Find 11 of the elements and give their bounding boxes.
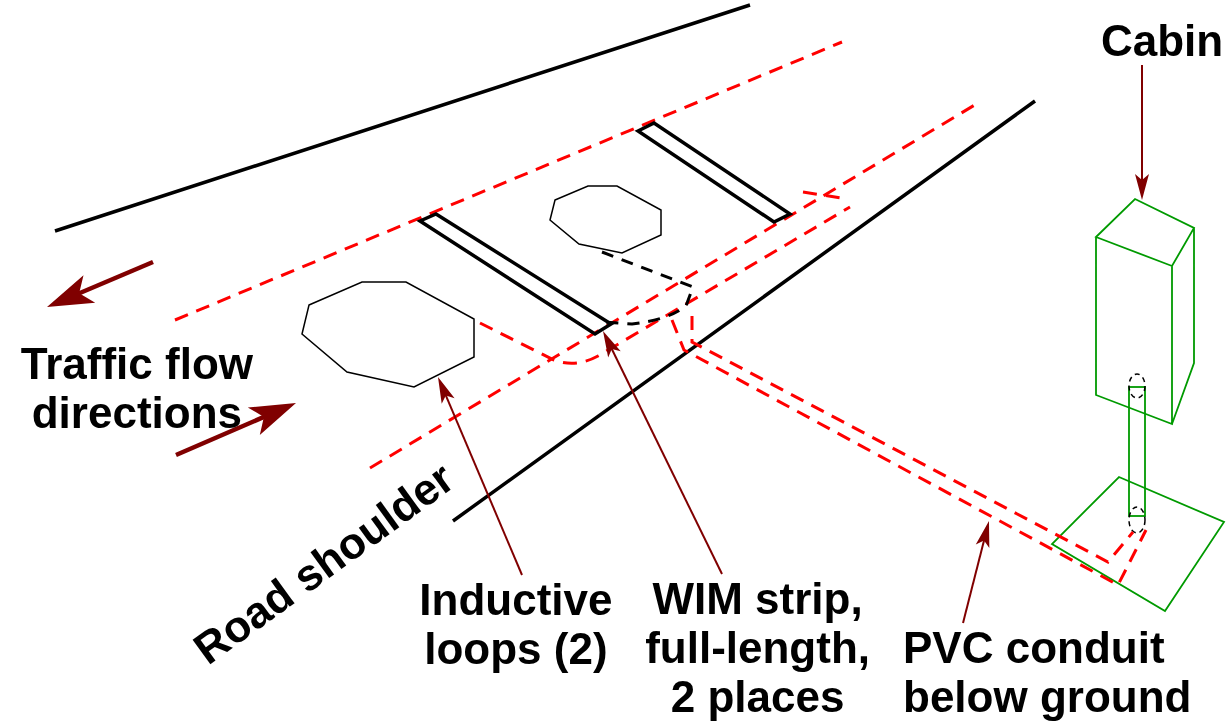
- callout-label: Cabin: [1101, 16, 1227, 65]
- leader-line: [1135, 64, 1149, 200]
- annotation-label: Traffic flow directions: [19, 339, 254, 437]
- leader-line: [438, 377, 523, 576]
- leader-line: [962, 521, 990, 624]
- leader-line: [603, 331, 723, 575]
- callout-label: PVC conduit below ground: [903, 623, 1195, 721]
- cabin-drawing: [1050, 198, 1226, 613]
- callout-label: WIM strip, full-length, 2 places: [643, 574, 872, 721]
- wim-strip: [416, 212, 615, 337]
- inductive-loop: [301, 281, 475, 388]
